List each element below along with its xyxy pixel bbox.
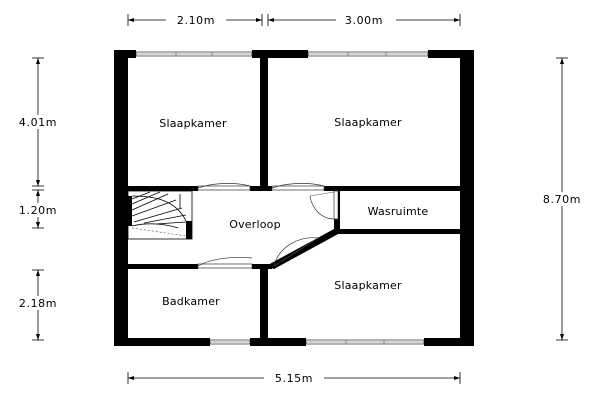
room-label-bedroom-bottom-right: Slaapkamer	[334, 279, 402, 292]
outer-walls	[114, 50, 474, 346]
dimension-bottom-total: 5.15m	[127, 370, 461, 385]
dimension-label-top-left: 2.10m	[177, 14, 215, 27]
dimension-left-middle: 1.20m	[8, 189, 66, 229]
staircase	[127, 190, 193, 240]
door-top-left-bedroom	[197, 183, 251, 191]
window-top-left	[135, 51, 253, 57]
door-top-right-bedroom	[271, 183, 325, 191]
dimension-left-lower: 2.18m	[8, 269, 66, 341]
window-bottom-bathroom	[209, 339, 251, 345]
door-bottom-right-bedroom	[273, 237, 319, 267]
window-top-right	[307, 51, 429, 57]
dimension-label-left-middle: 1.20m	[19, 204, 57, 217]
dimension-top-left: 2.10m	[127, 12, 263, 27]
room-label-bedroom-top-left: Slaapkamer	[159, 117, 227, 130]
door-laundry	[309, 190, 339, 220]
dimension-left-upper: 4.01m	[8, 57, 66, 187]
dimension-label-right-total: 8.70m	[543, 193, 581, 206]
dimension-label-left-upper: 4.01m	[19, 116, 57, 129]
dimension-label-left-lower: 2.18m	[19, 297, 57, 310]
door-bathroom	[197, 256, 253, 269]
room-label-laundry: Wasruimte	[368, 205, 429, 218]
room-label-bedroom-top-right: Slaapkamer	[334, 116, 402, 129]
room-label-landing: Overloop	[229, 218, 281, 231]
room-label-bathroom: Badkamer	[162, 295, 220, 308]
dimension-top-right: 3.00m	[267, 12, 461, 27]
dimension-label-bottom-total: 5.15m	[275, 372, 313, 385]
window-bottom-right	[305, 339, 425, 345]
dimension-right-total: 8.70m	[532, 57, 592, 341]
dimension-label-top-right: 3.00m	[345, 14, 383, 27]
